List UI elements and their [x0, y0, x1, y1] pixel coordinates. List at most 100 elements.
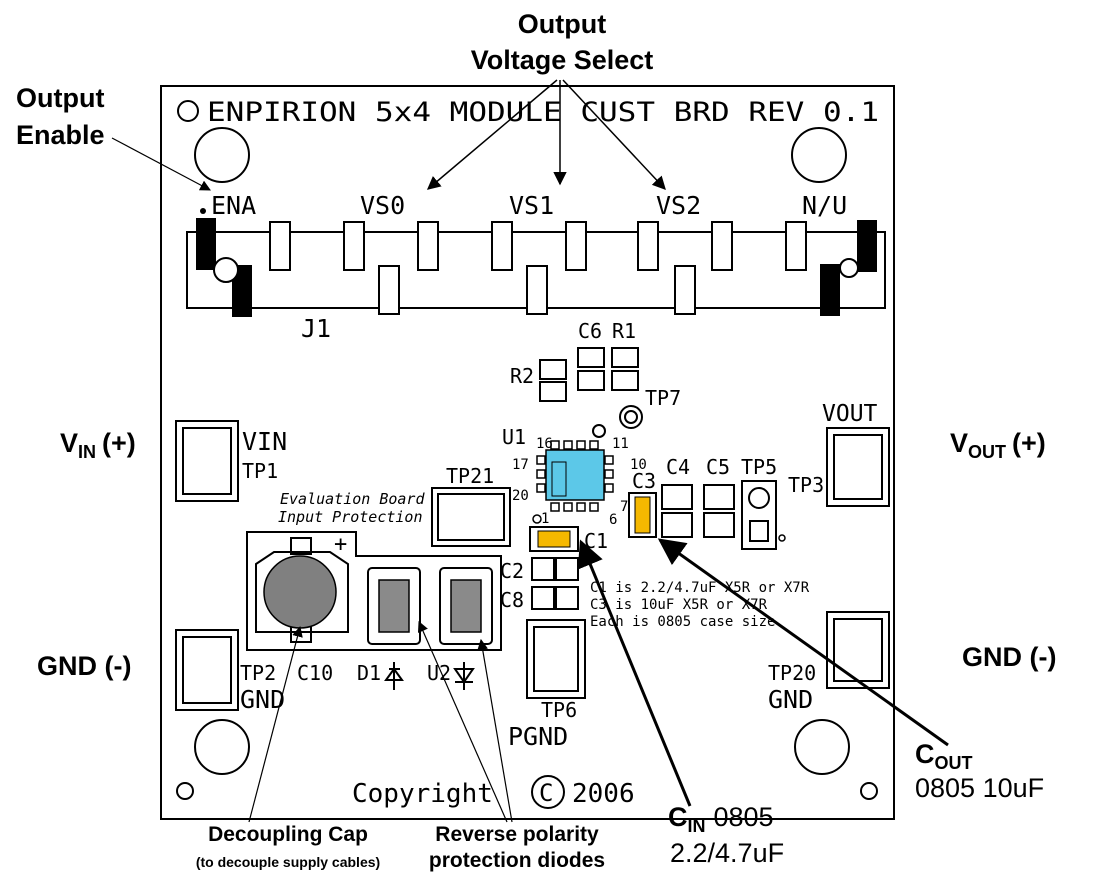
label-vs2: VS2: [656, 191, 701, 220]
callout-output-voltage-line2: Voltage Select: [471, 45, 654, 75]
r2-pad: [539, 381, 567, 402]
label-j1: J1: [301, 314, 331, 343]
input-protection-outline: [246, 531, 502, 651]
tp21-inner: [437, 493, 505, 541]
header-pad: [711, 221, 733, 271]
note-line-2: C3 is 10uF X5R or X7R: [590, 597, 768, 613]
pin1-marker-icon: [177, 100, 199, 122]
header-pad: [637, 221, 659, 271]
u1-pads: [536, 440, 614, 512]
mounting-hole-tl: [194, 127, 250, 183]
board-title: ENPIRION 5x4 MODULE CUST BRD REV 0.1: [207, 97, 879, 128]
c10-tab: [290, 537, 312, 555]
c6-pad: [577, 370, 605, 391]
c6-pad: [577, 347, 605, 368]
c4-pad: [661, 484, 693, 510]
header-pad: [269, 221, 291, 271]
c3-highlight: [634, 496, 651, 534]
eval-board-label: Evaluation Board: [280, 490, 425, 508]
arrow-cin: [577, 539, 692, 807]
arrow-output-vs0: [426, 79, 558, 190]
c4-pad: [661, 512, 693, 538]
callout-cout-value: 0805 10uF: [915, 773, 1044, 803]
label-c10: C10: [297, 661, 333, 685]
arrow-decoupling: [248, 625, 303, 823]
copyright-symbol-icon: [531, 775, 565, 809]
callout-gnd-left: GND (-): [37, 651, 131, 681]
r1-pad: [611, 370, 639, 391]
callout-reverse-line2: protection diodes: [429, 849, 605, 872]
label-gnd-left: GND: [240, 685, 285, 714]
header-pin-block: [232, 265, 252, 317]
label-tp3: TP3: [788, 473, 824, 497]
label-pgnd: PGND: [508, 722, 568, 751]
small-via: [592, 424, 606, 438]
pin-20: 20: [512, 488, 529, 504]
arrow-cout: [657, 538, 949, 747]
callout-output-voltage-line1: Output: [518, 9, 606, 39]
u2-body: [450, 579, 482, 633]
label-tp2: TP2: [240, 661, 276, 685]
d1-body: [378, 579, 410, 633]
u1-inner-outline: [551, 461, 567, 497]
callout-output-enable-line2: Enable: [16, 120, 105, 150]
mounting-hole-tr: [791, 127, 847, 183]
label-vout: VOUT: [822, 401, 878, 427]
note-line-3: Each is 0805 case size: [590, 614, 775, 630]
header-pad: [565, 221, 587, 271]
copyright-label: Copyright: [352, 779, 493, 809]
copyright-year: 2006: [572, 779, 635, 809]
vout-terminal-inner: [833, 434, 883, 500]
pin-17: 17: [512, 457, 529, 473]
arrow-output-enable: [111, 137, 211, 191]
arrow-reverse-u2: [477, 638, 513, 823]
label-d1: D1: [357, 661, 381, 685]
header-pad: [378, 265, 400, 315]
copyright-symbol: C: [539, 779, 553, 807]
label-c4: C4: [666, 455, 690, 479]
arrow-reverse-d1: [417, 621, 508, 823]
label-u1: U1: [502, 425, 526, 449]
label-c3: C3: [632, 469, 656, 493]
gnd-right-terminal-inner: [833, 618, 883, 682]
header-pin-block: [820, 264, 840, 316]
label-tp1: TP1: [242, 459, 278, 483]
label-c1: C1: [584, 529, 608, 553]
arrow-lines: [111, 79, 949, 823]
header-pad: [674, 265, 696, 315]
r1-pad: [611, 347, 639, 368]
label-nu: N/U: [802, 191, 847, 220]
pin-10: 10: [630, 457, 647, 473]
plus-sign: +: [334, 532, 347, 557]
c1-highlight: [537, 530, 571, 548]
note-line-1: C1 is 2.2/4.7uF X5R or X7R: [590, 580, 810, 596]
callout-cout: COUT: [915, 739, 973, 773]
pin-11: 11: [612, 436, 629, 452]
arrow-output-vs2: [562, 79, 666, 190]
c8-pad: [531, 586, 555, 610]
c1-polarity-dot: [532, 514, 542, 524]
header-pad: [785, 221, 807, 271]
label-c5: C5: [706, 455, 730, 479]
pin-6: 6: [609, 512, 617, 528]
tp7-ring-inner: [624, 410, 638, 424]
callout-gnd-right: GND (-): [962, 642, 1056, 672]
label-gnd-right: GND: [768, 685, 813, 714]
label-tp5: TP5: [741, 455, 777, 479]
header-pad: [491, 221, 513, 271]
tp5-marker: [778, 534, 786, 542]
label-tp7: TP7: [645, 386, 681, 410]
pin-7: 7: [620, 499, 628, 515]
mounting-hole-bl: [194, 719, 250, 775]
pin-16: 16: [536, 436, 553, 452]
label-vs0: VS0: [360, 191, 405, 220]
small-hole-br: [860, 782, 878, 800]
callout-decoupling-line2: (to decouple supply cables): [196, 854, 380, 870]
eval-input-label: Input Protection: [278, 508, 423, 526]
diode-icon: [384, 662, 404, 690]
callout-decoupling-line1: Decoupling Cap: [208, 823, 368, 846]
label-r1: R1: [612, 319, 636, 343]
label-ena: ENA: [211, 191, 256, 220]
callout-reverse-line1: Reverse polarity: [435, 823, 599, 846]
